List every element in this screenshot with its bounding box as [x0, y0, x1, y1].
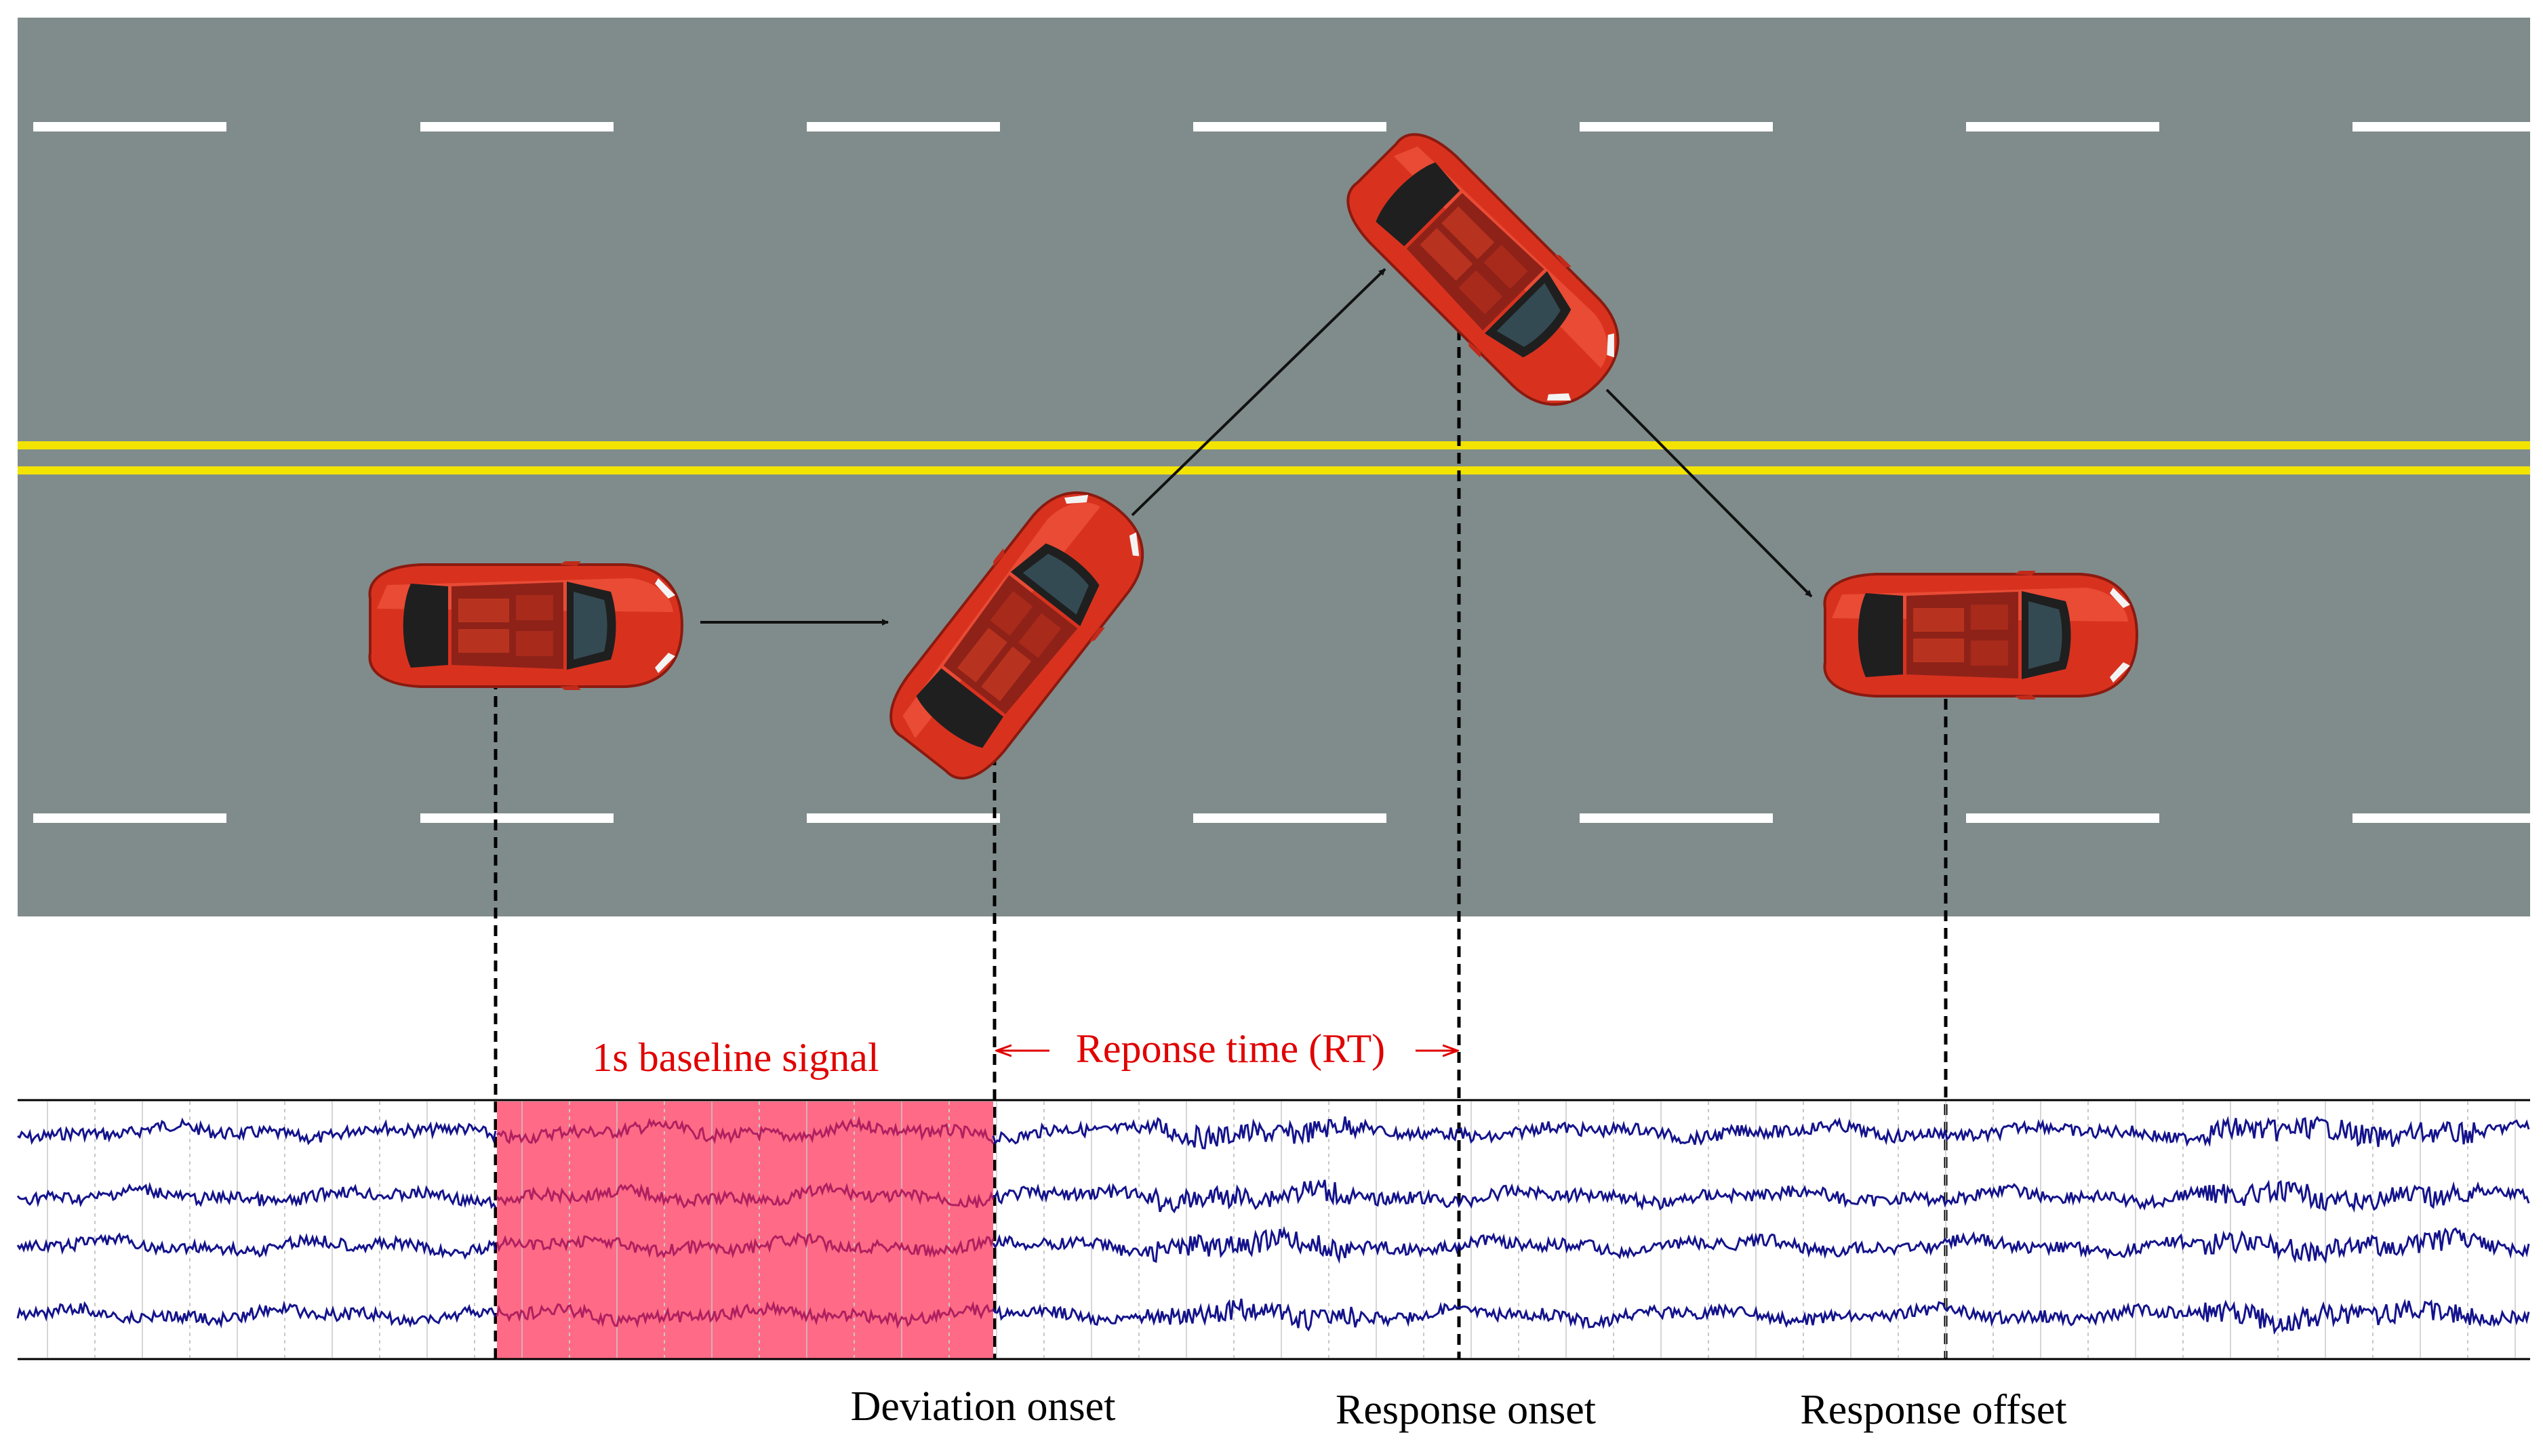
lane-dash-bottom-6 [1966, 813, 2159, 823]
baseline-window [497, 1101, 993, 1359]
lane-dash-bottom-7 [2352, 813, 2530, 823]
center-line-bottom [18, 466, 2530, 474]
deviation-onset-label: Deviation onset [851, 1383, 1116, 1430]
lane-dash-top-6 [1966, 122, 2159, 132]
eeg-trace-channel-4-part-3 [992, 1298, 2530, 1335]
eeg-trace-channel-2-part-3 [993, 1179, 2530, 1214]
lane-dash-top-5 [1580, 122, 1773, 132]
rt-label: Reponse time (RT) [1076, 1026, 1385, 1071]
lane-dash-top-7 [2352, 122, 2530, 132]
road [18, 18, 2530, 916]
eeg-trace-channel-3-part-1 [16, 1232, 497, 1260]
center-line-top [18, 441, 2530, 449]
eeg-trace-channel-1-part-3 [992, 1116, 2530, 1150]
eeg-trace-channel-2-part-2 [496, 1182, 995, 1209]
eeg-panel [16, 1099, 2530, 1360]
lane-markings [33, 122, 2530, 823]
response-offset-label: Response offset [1800, 1387, 2066, 1433]
lane-dash-top-3 [807, 122, 1000, 132]
lane-dash-top-1 [33, 122, 226, 132]
lane-dash-bottom-1 [33, 813, 226, 823]
lane-dash-bottom-5 [1580, 813, 1773, 823]
car-lane-keeping [368, 561, 683, 690]
arrow-2 [1131, 268, 1386, 517]
lane-dash-bottom-3 [807, 813, 1000, 823]
baseline-label: 1s baseline signal [592, 1035, 879, 1080]
eeg-trace-channel-3-part-2 [496, 1232, 995, 1259]
eeg-trace-channel-2-part-1 [16, 1181, 497, 1209]
response-onset-label: Response onset [1336, 1387, 1596, 1433]
lane-dash-bottom-2 [420, 813, 614, 823]
eeg-trace-channel-1-part-2 [496, 1116, 995, 1145]
arrow-3 [1605, 388, 1813, 598]
eeg-trace-channel-4-part-2 [496, 1300, 994, 1329]
car-recovered [1823, 571, 2138, 700]
eeg-trace-channel-3-part-3 [992, 1226, 2530, 1264]
trajectory-arrows [700, 268, 1813, 626]
eeg-trace-channel-1-part-1 [17, 1117, 497, 1146]
lane-dash-top-2 [420, 122, 614, 132]
lane-dash-top-4 [1193, 122, 1386, 132]
eeg-trace-channel-4-part-1 [16, 1300, 497, 1329]
lane-dash-bottom-4 [1193, 813, 1386, 823]
eeg-traces [16, 1116, 2530, 1335]
